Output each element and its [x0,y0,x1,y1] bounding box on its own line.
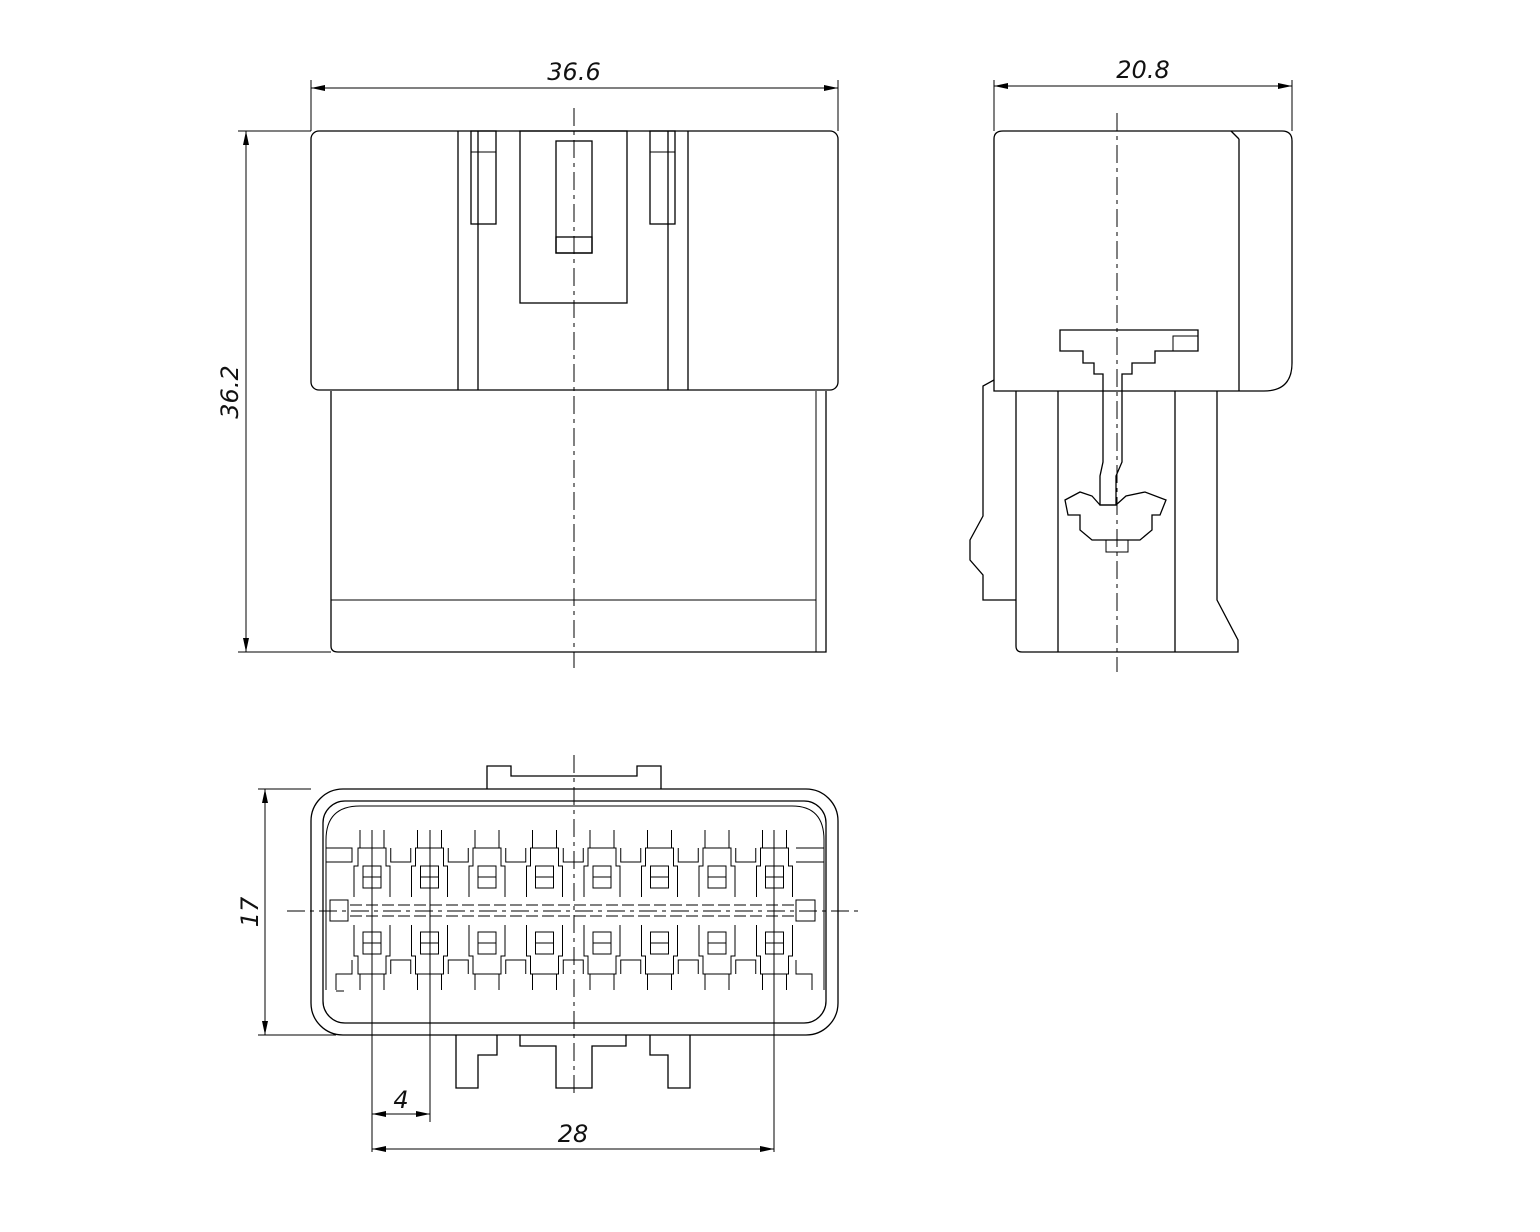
side-width-dimension: 20.8 [993,56,1293,131]
pin-pitch-label: 4 [393,1086,408,1114]
terminal-grid [326,830,825,990]
side-latch [1059,329,1199,506]
terminal-cavity-upper [583,847,621,897]
face-height-label: 17 [236,896,264,927]
pin-span-label: 28 [558,1120,589,1148]
side-view [969,113,1293,672]
side-lower-body [1015,391,1239,653]
terminal-cavity-upper [641,847,678,897]
terminal-cavity-lower [468,925,506,975]
side-width-label: 20.8 [1116,56,1169,84]
front-height-dimension: 36.2 [216,130,331,653]
terminal-cavity-lower [698,925,736,975]
terminal-cavity-upper [698,847,736,897]
front-view [310,108,839,668]
front-width-label: 36.6 [547,58,600,86]
terminal-cavity-lower [583,925,621,975]
face-view [287,755,862,1095]
terminal-cavity-lower [526,925,563,975]
face-height-dimension: 17 [236,788,336,1036]
front-width-dimension: 36.6 [310,58,839,131]
terminal-cavity-upper [468,847,506,897]
front-lower-body [330,391,827,653]
terminal-cavity-upper [526,847,563,897]
pin-span-dimension: 28 [371,830,775,1152]
side-upper-housing [993,130,1293,392]
terminal-cavity-lower [641,925,678,975]
front-height-label: 36.2 [216,365,244,418]
pin-pitch-dimension: 4 [371,830,431,1122]
